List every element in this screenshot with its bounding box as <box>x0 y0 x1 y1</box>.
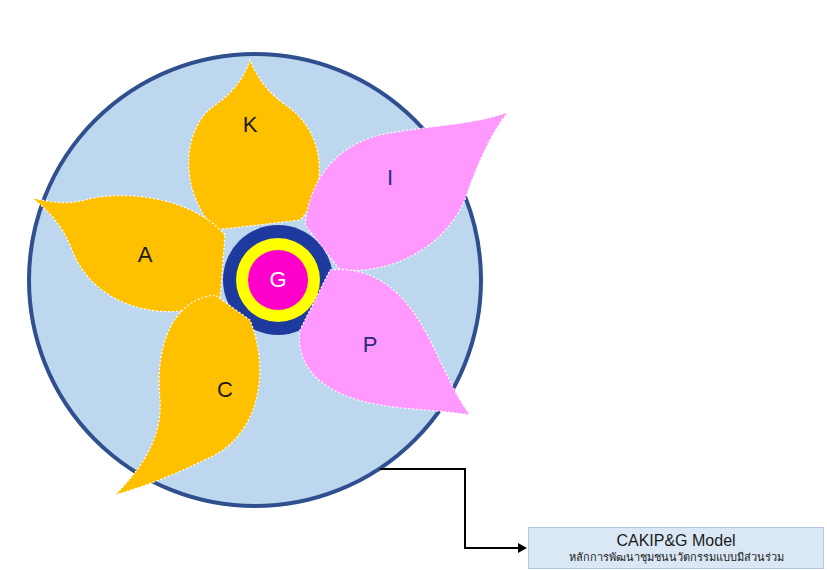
node-label: A <box>138 242 153 267</box>
callout-box: CAKIP&G Modelหลักการพัฒนาชุมชนนวัตกรรมแบ… <box>528 527 824 569</box>
node-label: G <box>269 267 286 292</box>
label-holder: C <box>217 377 233 402</box>
petal-outline <box>32 196 225 312</box>
label-holder: P <box>363 332 378 357</box>
center-ring <box>248 250 308 310</box>
petal-shape: K <box>178 56 328 234</box>
node-subtitle: หลักการพัฒนาชุมชนนวัตกรรมแบบมีส่วนร่วม <box>569 551 784 564</box>
leader-line <box>380 469 520 548</box>
node-label: P <box>363 332 378 357</box>
node-shape <box>178 56 328 234</box>
node-label: K <box>243 112 258 137</box>
petal-outline <box>305 112 508 270</box>
node-shape <box>296 262 474 418</box>
petal-shape: C <box>110 284 272 500</box>
label-holder: A <box>138 242 153 267</box>
outer-circle <box>29 54 481 506</box>
node-shape <box>298 104 512 282</box>
label-holder: G <box>269 267 286 292</box>
node-label: I <box>387 165 393 190</box>
label-holder: K <box>243 112 258 137</box>
center-ring <box>236 238 320 322</box>
petal-outline <box>189 60 320 230</box>
node-label: C <box>217 377 233 402</box>
petal-outline <box>115 295 260 495</box>
label-holder: I <box>387 165 393 190</box>
node-label: CAKIP&G Model <box>616 532 735 550</box>
petal-shape: P <box>296 262 474 418</box>
node-shape <box>110 284 272 500</box>
leader-arrowhead <box>518 543 527 553</box>
petal-outline <box>299 270 470 415</box>
petal-shape: I <box>298 104 512 282</box>
